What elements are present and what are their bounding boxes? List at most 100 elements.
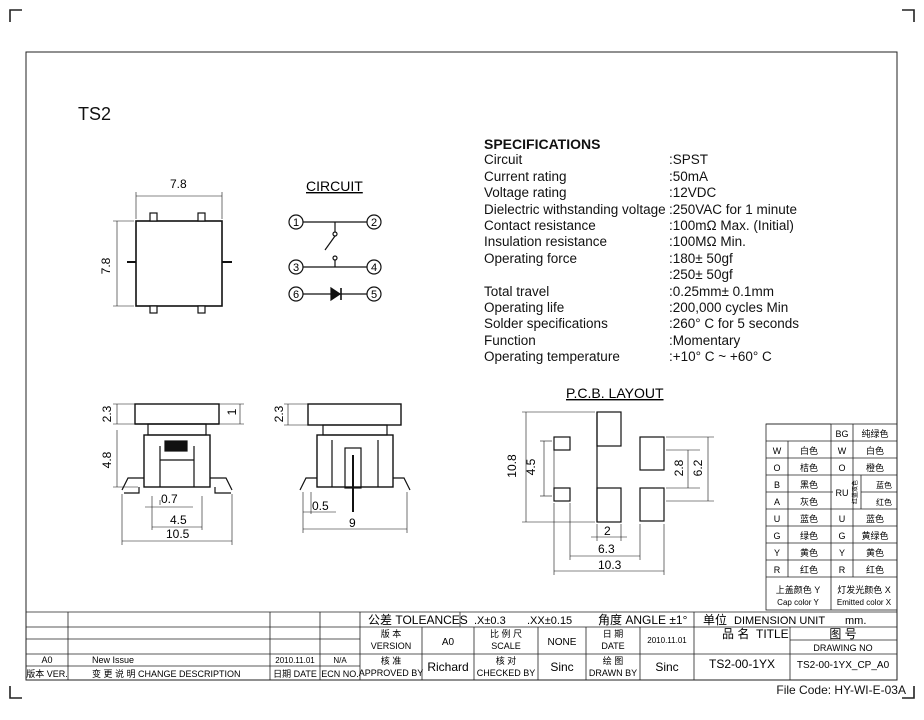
spec-value: :200,000 cycles Min	[669, 300, 789, 316]
color-code: O	[773, 463, 780, 473]
dim-side-1: 1	[225, 408, 239, 415]
spec-row: Current rating:50mA	[484, 169, 799, 185]
dim-pcb-2-8: 2.8	[672, 459, 686, 476]
cap-color-label: 上盖颜色 Y	[776, 584, 821, 595]
spec-label: Circuit	[484, 152, 523, 168]
title-label: TITLE	[756, 627, 789, 641]
emitted-color-label: 灯发光颜色 X	[837, 584, 891, 595]
drawn-label: DRAWN BY	[589, 668, 637, 678]
spec-value: :50mA	[669, 168, 709, 184]
spec-label: Function	[484, 332, 536, 348]
version-label: VERSION	[371, 641, 412, 651]
dim-front-9: 9	[349, 516, 356, 530]
color-table	[765, 423, 898, 611]
spec-label: Voltage rating	[484, 185, 567, 201]
header-version: 版本 VER.	[26, 668, 68, 679]
color-code: O	[838, 463, 845, 473]
spec-label: Operating temperature	[484, 349, 620, 365]
circuit-heading: CIRCUIT	[306, 178, 363, 194]
scale-value: NONE	[548, 637, 577, 648]
tolerance-label: 公差 TOLEANCES	[368, 613, 468, 627]
color-code: RU	[836, 488, 849, 498]
scale-label: 比 例 尺	[490, 628, 522, 639]
pcb-heading: P.C.B. LAYOUT	[566, 385, 664, 401]
spec-label: Operating force	[484, 250, 578, 266]
drawing-no-label: DRAWING NO	[813, 643, 872, 653]
dim-side-4-8: 4.8	[100, 451, 114, 468]
spec-row: Operating force :180± 50gf	[484, 251, 799, 267]
color-code: W	[838, 446, 847, 456]
tolerance-value: .XX±0.15	[527, 615, 572, 627]
color-name: 黄色	[800, 547, 818, 558]
color-code: W	[773, 446, 782, 456]
spec-row: Operating temperature:+10° C ~ +60° C	[484, 349, 799, 365]
spec-label: Insulation resistance	[484, 234, 608, 250]
color-name: 白色	[800, 445, 818, 456]
color-name: 白色	[866, 445, 884, 456]
title-label: 品 名	[722, 626, 749, 641]
spec-value: :100mΩ Max. (Initial)	[669, 218, 794, 234]
circuit-diagram	[288, 214, 382, 302]
header-ecn: ECN NO.	[321, 669, 359, 679]
drawing-title: TS2	[78, 104, 112, 124]
color-code: B	[774, 480, 780, 490]
date-label: 日 期	[603, 629, 624, 639]
spec-value: :100MΩ Min.	[669, 234, 746, 250]
color-name: 蓝色	[876, 480, 892, 490]
spec-value: :180± 50gf	[669, 250, 733, 266]
pin-1: 1	[293, 217, 299, 229]
pcb-layout	[522, 411, 714, 575]
color-name: 纯绿色	[861, 428, 888, 439]
spec-row: Voltage rating :12VDC	[484, 185, 799, 201]
drawn-label: 绘 图	[603, 655, 624, 666]
scale-label: SCALE	[491, 641, 521, 651]
spec-label: Solder specifications	[484, 316, 608, 332]
dim-front-2-3: 2.3	[272, 405, 286, 422]
color-name: 黑色	[800, 479, 818, 490]
title-block-grid	[26, 611, 897, 680]
dim-side-2-3: 2.3	[100, 405, 114, 422]
spec-value: :SPST	[669, 152, 709, 168]
revision-version: A0	[41, 655, 52, 665]
version-value: A0	[442, 637, 455, 648]
color-name: 红蓝双色	[851, 480, 859, 504]
spec-value: :12VDC	[669, 185, 717, 201]
color-name: 蓝色	[866, 513, 884, 524]
checked-value: Sinc	[550, 660, 573, 674]
dim-top-width: 7.8	[170, 177, 187, 191]
spec-heading: SPECIFICATIONS	[484, 136, 601, 152]
color-code: R	[839, 565, 846, 575]
revision-description: New Issue	[92, 655, 134, 665]
dim-side-4-5: 4.5	[170, 513, 187, 527]
spec-label: Dielectric withstanding voltage	[484, 201, 666, 217]
side-view	[113, 403, 244, 545]
spec-row: Function :Momentary	[484, 333, 799, 349]
dim-top-height: 7.8	[99, 257, 113, 274]
spec-value: :260° C for 5 seconds	[669, 316, 799, 332]
dim-pcb-10-3: 10.3	[598, 558, 622, 572]
color-code: A	[774, 497, 780, 507]
spec-value: :250± 50gf	[669, 267, 733, 283]
dim-pcb-2: 2	[604, 524, 611, 538]
dim-pcb-6-2: 6.2	[691, 459, 705, 476]
color-code: BG	[835, 429, 848, 439]
approved-label: APPROVED BY	[359, 668, 424, 678]
drawing-no-value: TS2-00-1YX_CP_A0	[797, 660, 890, 671]
pin-3: 3	[293, 262, 299, 274]
approved-value: Richard	[427, 660, 468, 674]
dim-pcb-4-5: 4.5	[524, 458, 538, 475]
revision-ecn: N/A	[333, 656, 347, 665]
title-value: TS2-00-1YX	[709, 657, 775, 671]
color-name: 黄绿色	[861, 530, 888, 541]
side-view-dims: 2.3 1 4.8 0.7 4.5 10.5	[100, 405, 239, 541]
spec-row: :250± 50gf	[484, 267, 799, 283]
color-code: G	[773, 531, 780, 541]
spec-row: Insulation resistance :100MΩ Min.	[484, 234, 799, 250]
spec-row: Circuit :SPST	[484, 152, 799, 168]
cap-color-label: Cap color Y	[777, 598, 819, 607]
drawn-value: Sinc	[655, 660, 678, 674]
color-name: 红色	[866, 564, 884, 575]
spec-value: :Momentary	[669, 332, 741, 348]
